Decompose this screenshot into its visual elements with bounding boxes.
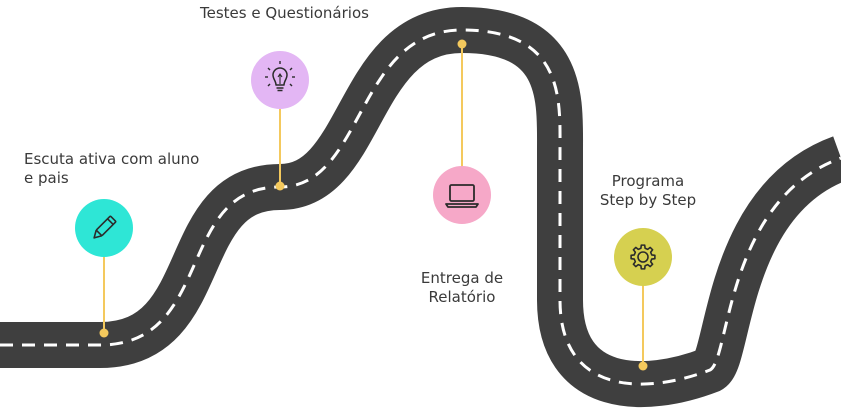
- label-line: Entrega de: [420, 269, 504, 287]
- laptop-icon: [445, 184, 479, 208]
- road: [0, 7, 841, 407]
- milestone-label-entrega: Entrega de Relatório: [410, 269, 514, 307]
- milestone-label-programa: Programa Step by Step: [596, 172, 700, 210]
- label-line: Testes e Questionários: [200, 4, 369, 22]
- milestone-label-escuta: Escuta ativa com aluno e pais: [24, 150, 199, 188]
- label-line: e pais: [24, 169, 69, 187]
- label-line: Relatório: [428, 288, 496, 306]
- label-line: Programa: [611, 172, 685, 190]
- milestone-circle-escuta: [75, 199, 133, 257]
- lightbulb-icon: [265, 61, 295, 92]
- label-line: Escuta ativa com aluno: [24, 150, 200, 168]
- milestone-circle-programa: [614, 228, 672, 286]
- label-line: Step by Step: [599, 191, 697, 209]
- milestone-label-testes: Testes e Questionários: [200, 4, 369, 23]
- gear-icon: [630, 244, 656, 270]
- pencil-icon: [93, 215, 117, 239]
- road-center-line: [0, 28, 841, 386]
- milestone-circle-entrega: [433, 166, 491, 224]
